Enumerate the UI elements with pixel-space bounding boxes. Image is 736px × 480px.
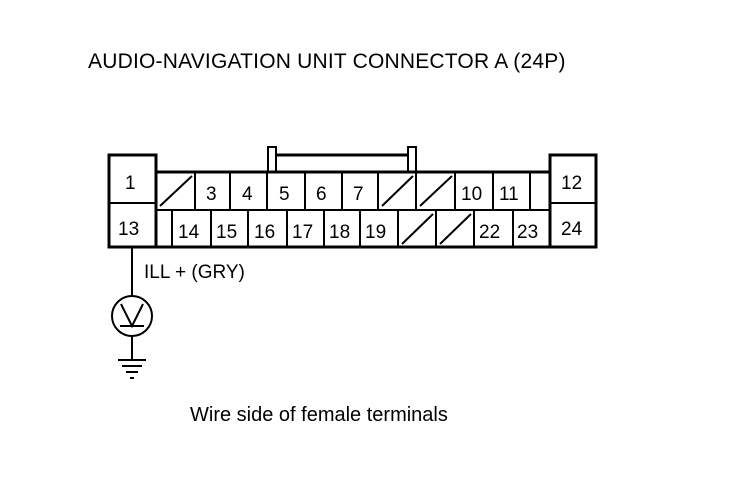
empty-cavity-8 — [381, 175, 414, 207]
diagram-title: AUDIO-NAVIGATION UNIT CONNECTOR A (24P) — [88, 50, 566, 73]
terminal-10: 10 — [461, 184, 482, 205]
empty-cavity-20 — [401, 213, 434, 245]
connector-body — [156, 170, 550, 249]
terminal-17: 17 — [292, 222, 313, 243]
diagram-caption: Wire side of female terminals — [190, 404, 448, 426]
ground-icon — [118, 359, 146, 379]
terminal-14: 14 — [178, 222, 200, 243]
bottom-row-separators — [171, 210, 514, 247]
empty-cavity-marks — [159, 175, 472, 245]
terminal-5: 5 — [279, 184, 290, 205]
top-row-separators — [194, 172, 531, 210]
terminal-19: 19 — [365, 222, 386, 243]
terminal-6: 6 — [316, 184, 327, 205]
terminal-23: 23 — [517, 222, 538, 243]
terminal-24: 24 — [561, 219, 583, 240]
terminal-4: 4 — [242, 184, 253, 205]
wire-label: ILL + (GRY) — [144, 262, 245, 283]
terminal-13: 13 — [118, 219, 139, 240]
terminal-12: 12 — [561, 173, 582, 194]
terminal-11: 11 — [499, 184, 519, 205]
terminal-1: 1 — [125, 173, 136, 194]
connector-right-block — [548, 153, 598, 249]
empty-cavity-2 — [159, 175, 193, 207]
lamp-icon — [111, 295, 153, 337]
terminal-15: 15 — [216, 222, 237, 243]
terminal-16: 16 — [254, 222, 275, 243]
empty-cavity-21 — [439, 213, 472, 245]
connector-lock-tab — [267, 146, 417, 172]
terminal-3: 3 — [206, 184, 217, 205]
terminal-7: 7 — [353, 184, 364, 205]
terminal-22: 22 — [479, 222, 500, 243]
empty-cavity-9 — [419, 175, 453, 207]
terminal-18: 18 — [329, 222, 350, 243]
